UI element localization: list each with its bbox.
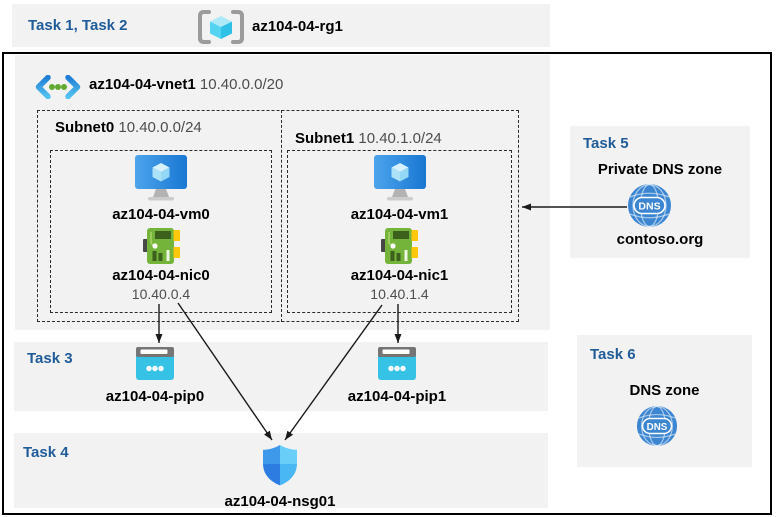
task-5-panel: Task 5 Private DNS zone DNS contoso.org <box>570 126 750 258</box>
subnet-divider-line <box>281 110 282 322</box>
pip0-name: az104-04-pip0 <box>105 388 205 405</box>
diagram-border <box>2 52 772 515</box>
dns-badge-text-5: DNS <box>638 201 660 213</box>
subnet0-cidr: 10.40.0.0/24 <box>118 119 202 136</box>
nic0-name: az104-04-nic0 <box>112 267 210 284</box>
task-1-2-label: Task 1, Task 2 <box>28 17 128 34</box>
task-4-band: Task 4 az104-04-nsg01 <box>14 433 548 510</box>
nic1-name: az104-04-nic1 <box>350 267 449 284</box>
pip0-group: az104-04-pip0 <box>85 347 225 405</box>
vnet-title: az104-04-vnet1 10.40.0.0/20 <box>89 76 283 93</box>
task-4-label: Task 4 <box>23 444 69 461</box>
task-6-panel: Task 6 DNS zone DNS <box>577 335 752 467</box>
private-dns-zone-icon: DNS <box>627 183 672 233</box>
vm1-name: az104-04-vm1 <box>350 206 449 223</box>
pip1-group: az104-04-pip1 <box>327 347 467 405</box>
nic0-ip: 10.40.0.4 <box>131 286 191 302</box>
task-6-label: Task 6 <box>590 346 636 363</box>
task-3-band: Task 3 az104-04-pip0 az104-04-pip1 <box>14 342 548 411</box>
vnet-cidr: 10.40.0.0/20 <box>199 76 284 93</box>
public-ip0-icon <box>136 347 174 380</box>
vm0-icon <box>135 155 187 201</box>
subnets-container-box <box>37 110 519 322</box>
task-5-label: Task 5 <box>583 135 629 152</box>
subnet1-vm-box: az104-04-vm1 az104-04-nic1 10.40.1.4 <box>287 150 512 313</box>
virtual-network-icon <box>35 74 81 104</box>
subnet0-label: Subnet0 10.40.0.0/24 <box>55 119 202 136</box>
subnet1-cidr: 10.40.1.0/24 <box>358 130 442 147</box>
subnet1-label: Subnet1 10.40.1.0/24 <box>295 130 442 147</box>
private-dns-zone-title: Private DNS zone <box>597 161 723 178</box>
nic1-icon <box>381 228 418 264</box>
nsg-name: az104-04-nsg01 <box>224 493 336 510</box>
dns-badge-text-6: DNS <box>647 422 668 433</box>
resource-group-icon <box>196 9 246 50</box>
nic0-icon <box>142 228 180 264</box>
nsg-group: az104-04-nsg01 <box>210 444 350 510</box>
resource-group-name: az104-04-rg1 <box>252 18 343 35</box>
vnet-name: az104-04-vnet1 <box>89 76 196 93</box>
subnet0-name: Subnet0 <box>55 119 115 136</box>
vm1-icon <box>373 155 426 201</box>
task-1-2-band: Task 1, Task 2 az104-04-rg1 <box>12 4 550 47</box>
pip1-name: az104-04-pip1 <box>347 388 447 405</box>
public-ip1-icon <box>378 347 416 380</box>
nsg-shield-icon <box>263 445 297 486</box>
task-3-label: Task 3 <box>27 350 73 367</box>
dns-zone-icon: DNS <box>636 405 678 452</box>
private-dns-zone-name: contoso.org <box>616 231 704 248</box>
dns-zone-title: DNS zone <box>629 382 700 399</box>
vnet-panel: az104-04-vnet1 10.40.0.0/20 Subnet0 10.4… <box>15 55 550 330</box>
subnet1-name: Subnet1 <box>295 130 355 147</box>
vm0-name: az104-04-vm0 <box>112 206 210 223</box>
nic1-ip: 10.40.1.4 <box>370 286 429 302</box>
subnet0-vm-box: az104-04-vm0 az104-04-nic0 10.40.0.4 <box>50 150 272 313</box>
